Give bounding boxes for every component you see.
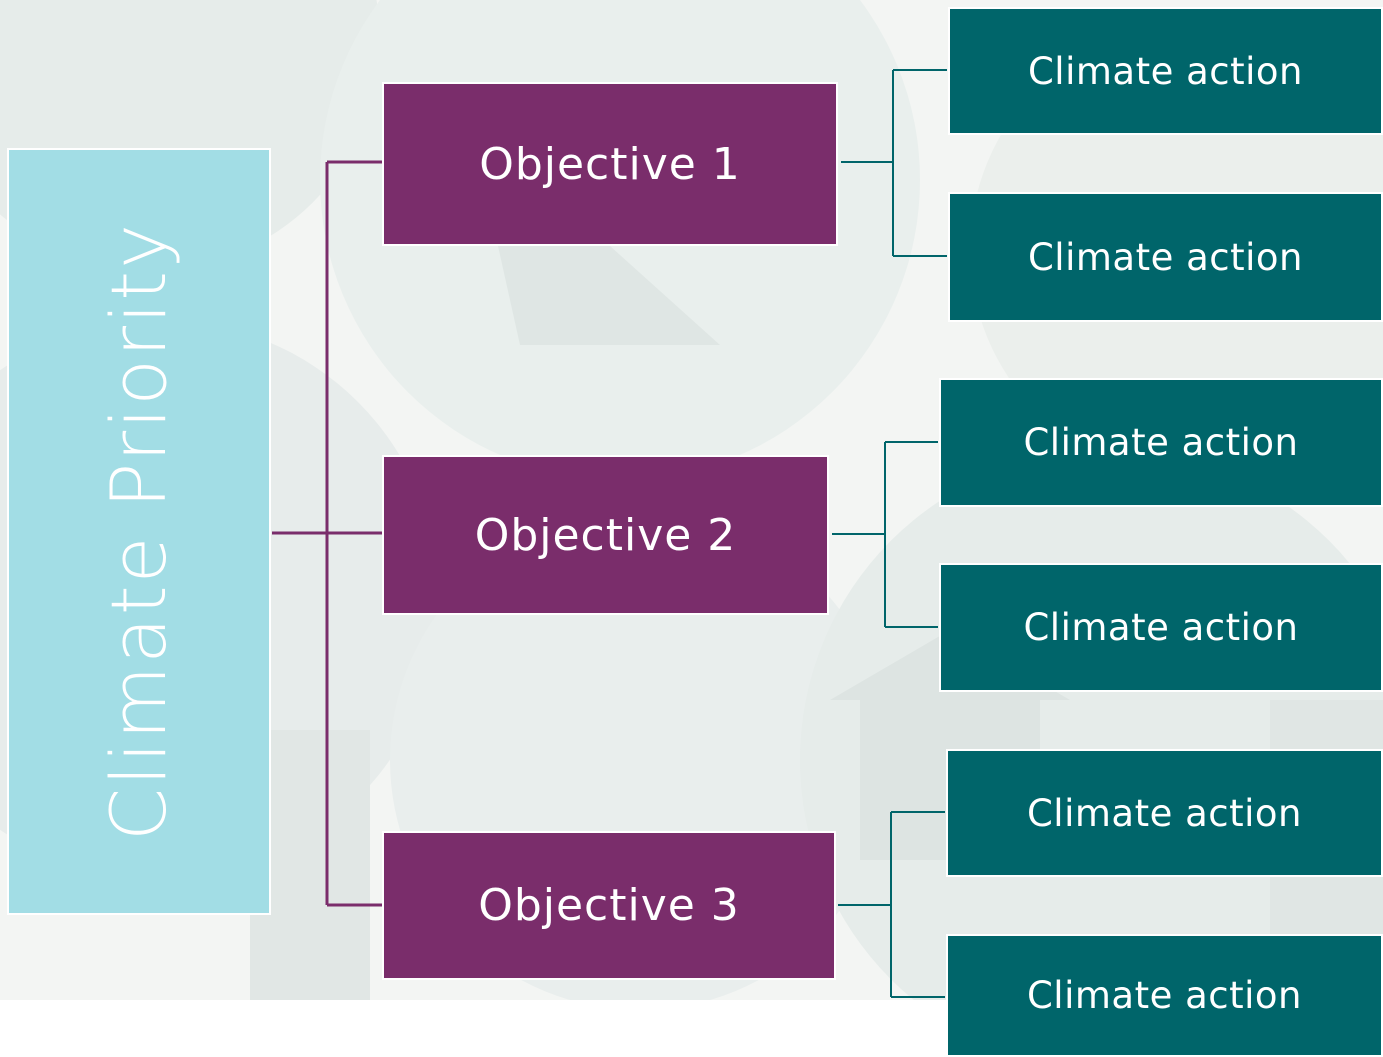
objective-1-action-1-label: Climate action: [1027, 49, 1304, 93]
objective-1-label: Objective 1: [479, 138, 741, 190]
objective-1-action-2-box: Climate action: [948, 192, 1383, 322]
objective-1-box: Objective 1: [382, 82, 838, 246]
climate-priority-label: Climate Priority: [94, 221, 184, 842]
objective-3-action-2-box: Climate action: [946, 934, 1383, 1057]
objective-2-action-2-label: Climate action: [1023, 606, 1299, 649]
objective-3-action-1-box: Climate action: [946, 749, 1383, 877]
objective-3-action-2-label: Climate action: [1026, 974, 1303, 1017]
objective-1-action-1-box: Climate action: [948, 7, 1383, 135]
objective-3-label: Objective 3: [478, 880, 740, 931]
objective-3-box: Objective 3: [382, 831, 836, 980]
objective-2-box: Objective 2: [382, 455, 829, 615]
climate-priority-box: Climate Priority: [7, 148, 271, 915]
objective-2-action-1-label: Climate action: [1023, 421, 1299, 464]
objective-1-action-2-label: Climate action: [1027, 235, 1304, 279]
objective-2-action-1-box: Climate action: [939, 378, 1383, 507]
objective-2-label: Objective 2: [474, 509, 737, 561]
objective-2-action-2-box: Climate action: [939, 563, 1383, 692]
objective-3-action-1-label: Climate action: [1026, 791, 1303, 835]
